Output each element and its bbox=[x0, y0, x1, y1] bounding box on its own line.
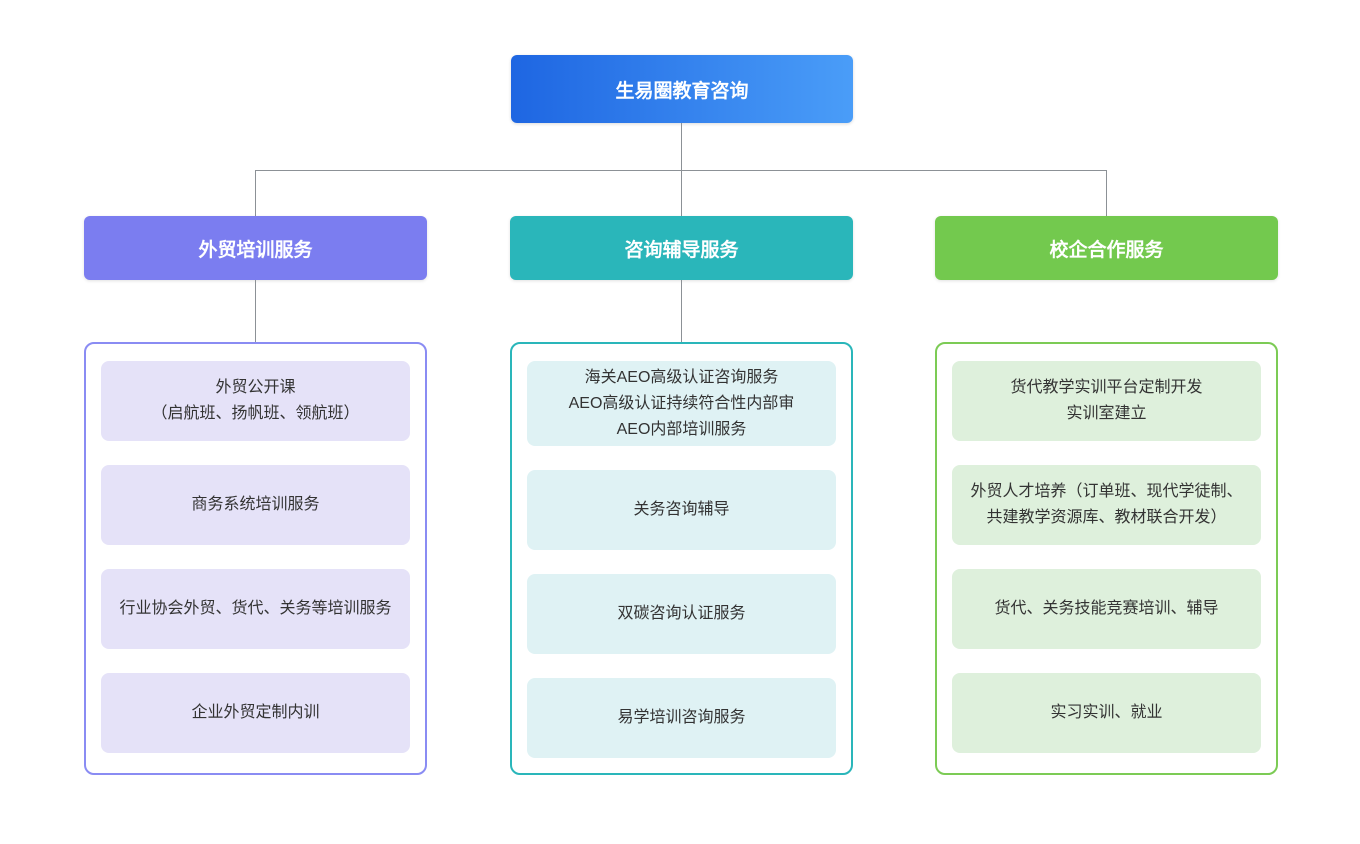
connector-root-drop bbox=[681, 123, 682, 171]
connector-drop-right bbox=[1106, 170, 1107, 216]
root-title: 生易圈教育咨询 bbox=[615, 80, 749, 102]
connector-drop-middle bbox=[681, 170, 682, 216]
leaf-item: 商务系统培训服务 bbox=[101, 465, 410, 545]
leaf-item: 关务咨询辅导 bbox=[527, 470, 836, 550]
branch-box-trade-training: 外贸公开课 （启航班、扬帆班、领航班） 商务系统培训服务 行业协会外贸、货代、关… bbox=[84, 342, 427, 775]
connector-drop-left bbox=[255, 170, 256, 216]
branch-title: 外贸培训服务 bbox=[198, 239, 313, 261]
connector-header-box-middle bbox=[681, 280, 682, 342]
branch-header-consulting: 咨询辅导服务 bbox=[510, 216, 853, 280]
branch-trade-training: 外贸培训服务 外贸公开课 （启航班、扬帆班、领航班） 商务系统培训服务 行业协会… bbox=[84, 216, 427, 775]
header-box-gap bbox=[935, 280, 1278, 342]
leaf-item: 实习实训、就业 bbox=[952, 673, 1261, 753]
branch-consulting: 咨询辅导服务 海关AEO高级认证咨询服务 AEO高级认证持续符合性内部审 AEO… bbox=[510, 216, 853, 775]
branch-box-school-enterprise: 货代教学实训平台定制开发 实训室建立 外贸人才培养（订单班、现代学徒制、共建教学… bbox=[935, 342, 1278, 775]
root-node: 生易圈教育咨询 bbox=[511, 55, 853, 123]
leaf-item: 货代教学实训平台定制开发 实训室建立 bbox=[952, 361, 1261, 441]
branch-header-trade-training: 外贸培训服务 bbox=[84, 216, 427, 280]
leaf-item: 外贸人才培养（订单班、现代学徒制、共建教学资源库、教材联合开发） bbox=[952, 465, 1261, 545]
leaf-item: 货代、关务技能竞赛培训、辅导 bbox=[952, 569, 1261, 649]
branch-title: 咨询辅导服务 bbox=[624, 239, 739, 261]
leaf-item: 行业协会外贸、货代、关务等培训服务 bbox=[101, 569, 410, 649]
branch-school-enterprise: 校企合作服务 货代教学实训平台定制开发 实训室建立 外贸人才培养（订单班、现代学… bbox=[935, 216, 1278, 775]
leaf-item: 企业外贸定制内训 bbox=[101, 673, 410, 753]
branch-header-school-enterprise: 校企合作服务 bbox=[935, 216, 1278, 280]
branch-box-consulting: 海关AEO高级认证咨询服务 AEO高级认证持续符合性内部审 AEO内部培训服务 … bbox=[510, 342, 853, 775]
leaf-item: 易学培训咨询服务 bbox=[527, 678, 836, 758]
leaf-item: 外贸公开课 （启航班、扬帆班、领航班） bbox=[101, 361, 410, 441]
branch-title: 校企合作服务 bbox=[1049, 239, 1164, 261]
connector-header-box-left bbox=[255, 280, 256, 342]
leaf-item: 海关AEO高级认证咨询服务 AEO高级认证持续符合性内部审 AEO内部培训服务 bbox=[527, 361, 836, 446]
leaf-item: 双碳咨询认证服务 bbox=[527, 574, 836, 654]
